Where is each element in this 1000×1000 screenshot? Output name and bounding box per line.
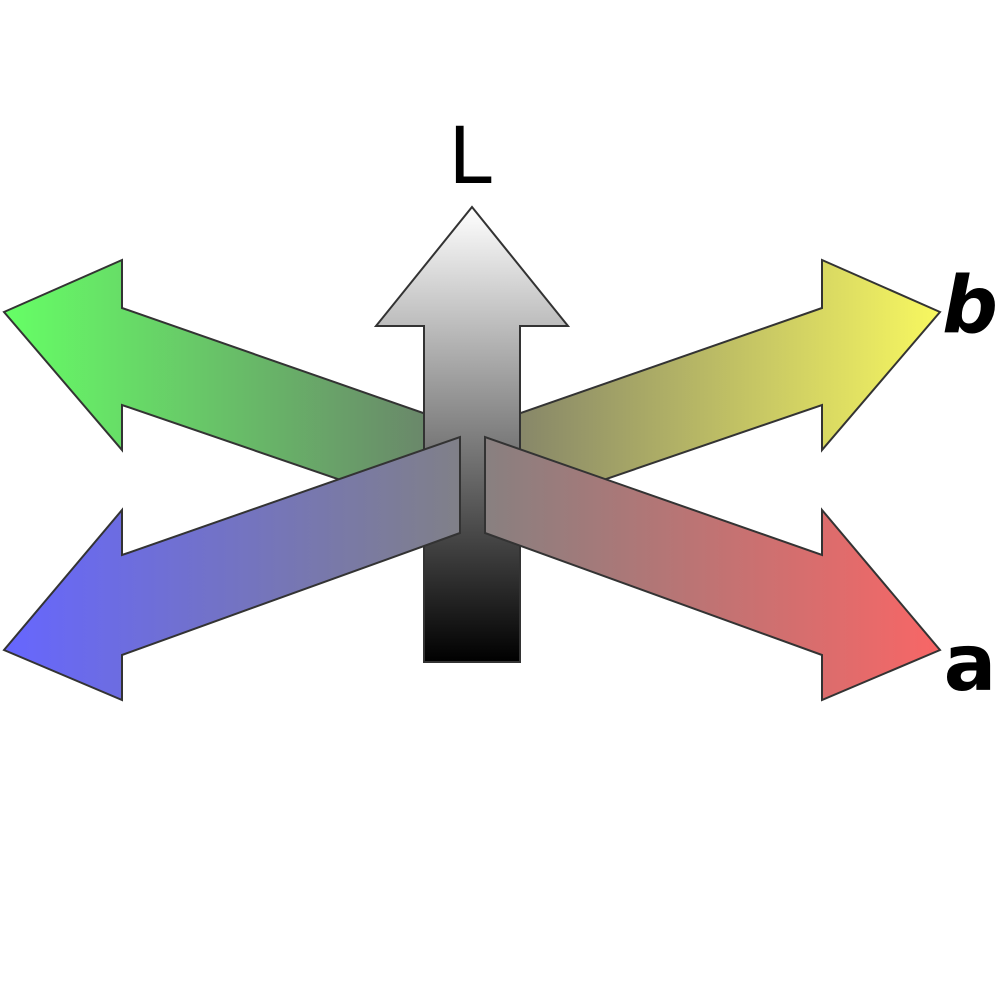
label-b: b (942, 261, 998, 351)
label-a: a (944, 619, 997, 709)
red-arrow (484, 435, 942, 702)
label-l: L (448, 112, 492, 202)
blue-arrow (2, 435, 461, 702)
lightness-arrow (373, 205, 571, 663)
